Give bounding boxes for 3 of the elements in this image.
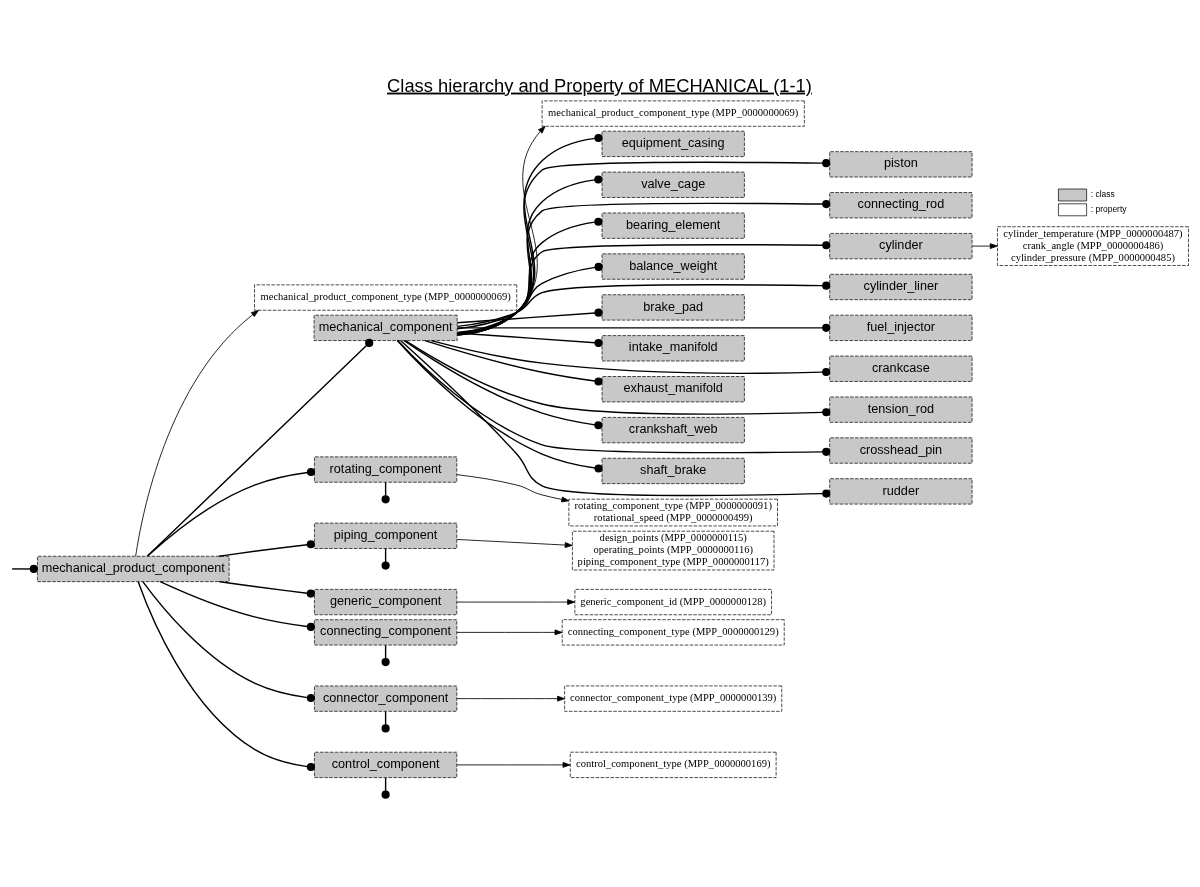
diagram-title: Class hierarchy and Property of MECHANICAL (1-1) [387, 74, 812, 96]
legend-label: : class [1090, 188, 1115, 199]
legend-label: : property [1090, 203, 1127, 214]
